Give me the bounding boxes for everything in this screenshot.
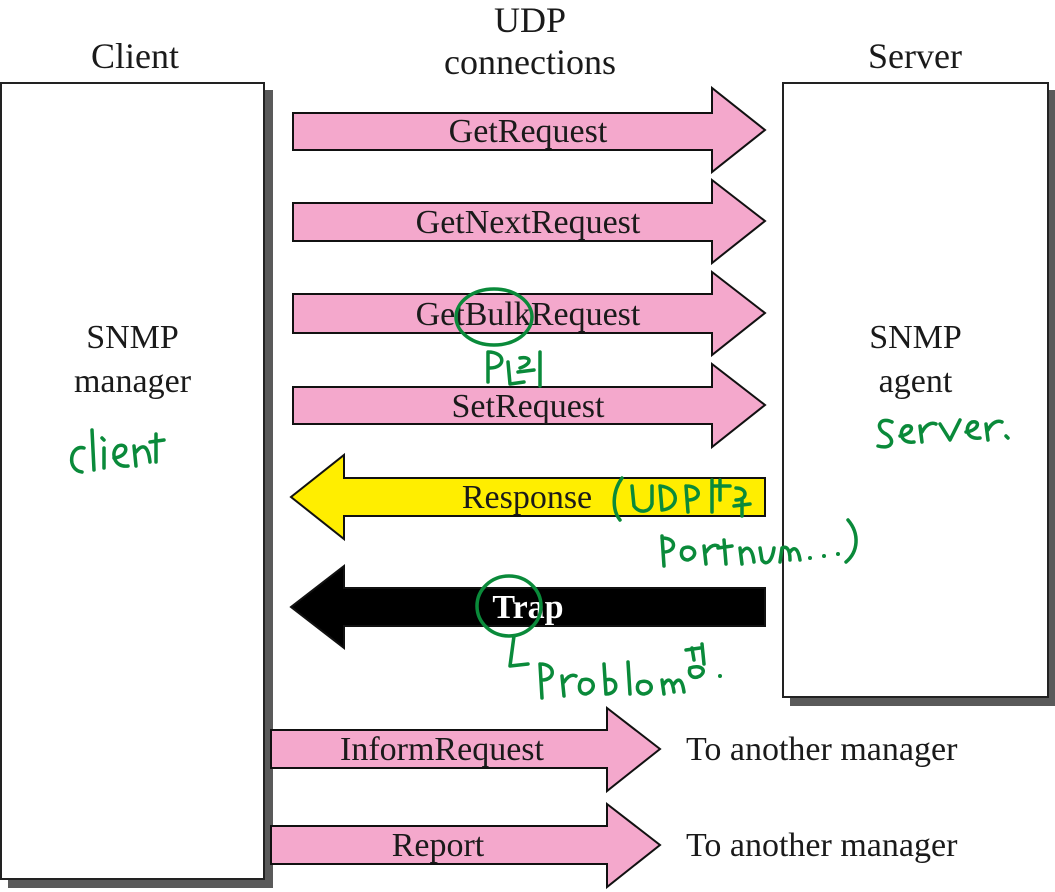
set-request-arrow: SetRequest	[292, 361, 767, 450]
set-request-label: SetRequest	[452, 388, 606, 425]
get-next-request-arrow: GetNextRequest	[292, 177, 767, 266]
handwritten-trap-note	[508, 634, 722, 700]
udp-heading-line2: connections	[444, 42, 616, 82]
handwritten-server-note	[876, 418, 1010, 449]
get-next-request-label: GetNextRequest	[416, 204, 641, 241]
trap-arrow: Trap	[289, 563, 766, 651]
client-heading: Client	[91, 36, 179, 76]
inform-request-target: To another manager	[686, 731, 958, 768]
handwritten-bulk-circle	[454, 287, 534, 347]
handwritten-bulk-note	[486, 350, 542, 388]
server-box-line1: SNMP	[869, 319, 962, 356]
inform-request-label: InformRequest	[340, 731, 545, 768]
response-arrow: Response	[289, 452, 766, 542]
report-arrow: Report	[270, 801, 662, 890]
report-label: Report	[392, 827, 485, 864]
client-box-line1: SNMP	[86, 319, 179, 356]
report-target: To another manager	[686, 827, 958, 864]
inform-request-arrow: InformRequest	[270, 705, 662, 794]
server-box-line2: agent	[878, 363, 953, 400]
server-box: SNMP agent	[782, 82, 1049, 698]
handwritten-response-note	[612, 476, 858, 568]
udp-heading-line1: UDP	[493, 0, 567, 40]
client-box: SNMP manager	[0, 82, 265, 880]
get-request-label: GetRequest	[449, 113, 608, 150]
client-box-line2: manager	[73, 363, 192, 400]
trap-label: Trap	[492, 589, 563, 626]
get-request-arrow: GetRequest	[292, 85, 767, 175]
get-bulk-request-arrow: GetBulkRequest	[292, 269, 767, 358]
handwritten-client-note	[70, 428, 166, 474]
handwritten-trap-circle	[475, 574, 543, 638]
response-label: Response	[462, 479, 592, 516]
server-heading: Server	[868, 36, 962, 76]
